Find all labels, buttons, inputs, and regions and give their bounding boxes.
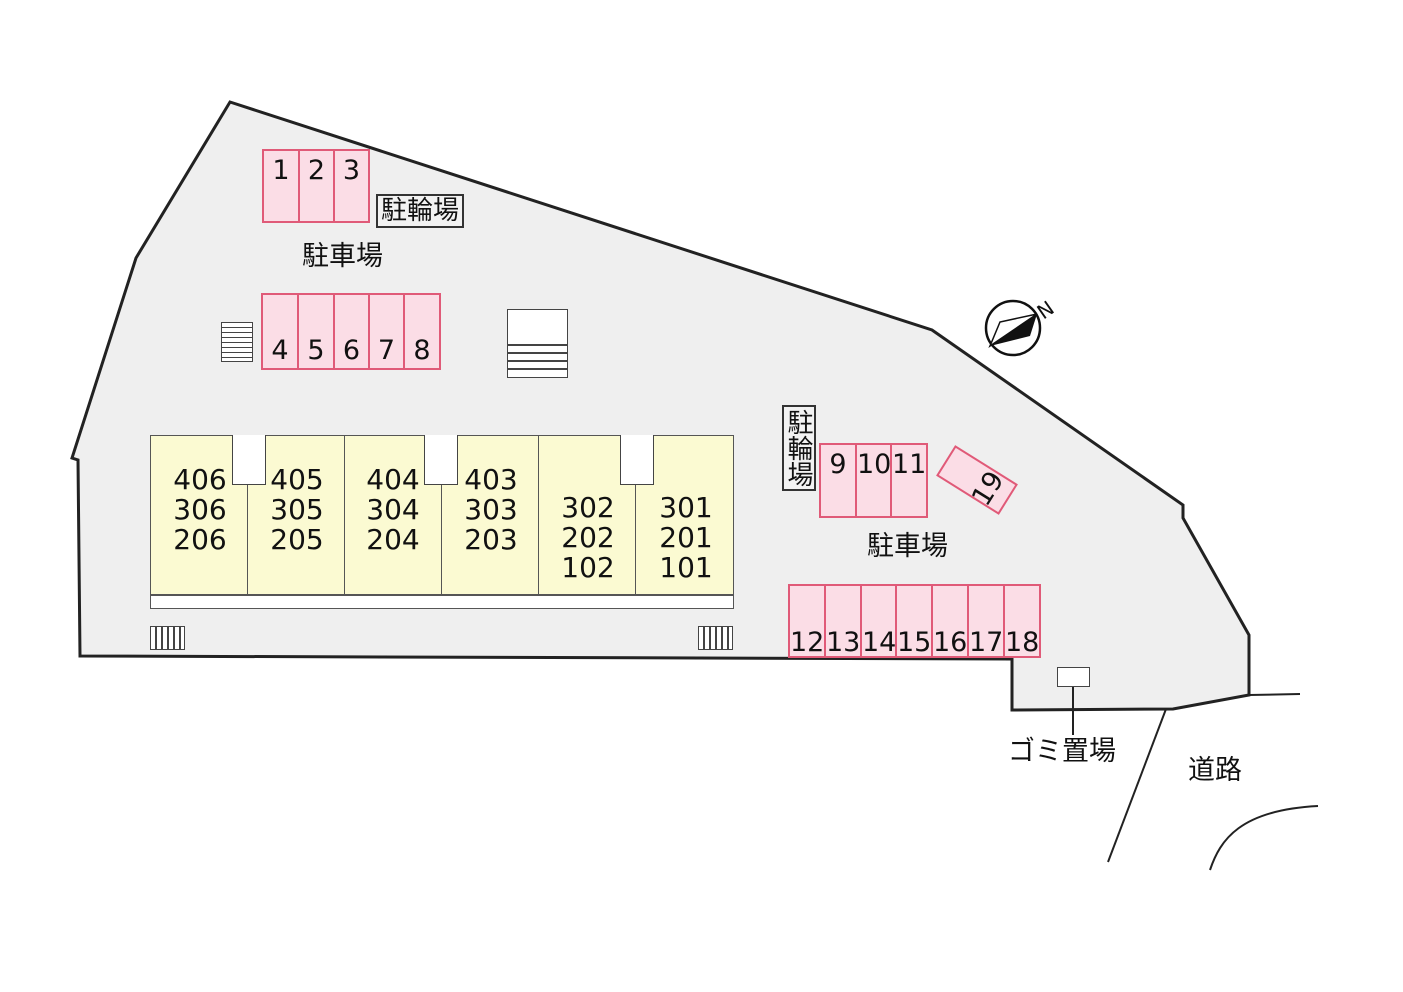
parking-space-16[interactable]: 16 [931, 584, 969, 658]
stair-icon [232, 435, 266, 485]
parking-space-1[interactable]: 1 [262, 149, 300, 223]
road-curve [1209, 805, 1319, 871]
parking-number: 10 [857, 449, 892, 480]
lot-outline [70, 100, 1251, 712]
parking-space-2[interactable]: 2 [298, 149, 335, 223]
parking-number: 9 [829, 449, 847, 480]
unit-block-2[interactable] [247, 435, 346, 595]
garbage-box-icon [1057, 667, 1090, 687]
parking-group-right: 9 10 11 [819, 443, 928, 518]
parking-number: 5 [307, 335, 325, 366]
parking-space-3[interactable]: 3 [333, 149, 370, 223]
parking-space-14[interactable]: 14 [860, 584, 897, 658]
parking-space-7[interactable]: 7 [368, 293, 405, 370]
parking-space-6[interactable]: 6 [333, 293, 370, 370]
parking-space-12[interactable]: 12 [788, 584, 826, 658]
parking-space-10[interactable]: 10 [855, 443, 892, 518]
parking-space-8[interactable]: 8 [403, 293, 441, 370]
car-parking-label-right: 駐車場 [867, 531, 948, 562]
parking-space-11[interactable]: 11 [890, 443, 928, 518]
parking-number: 14 [862, 627, 897, 658]
storage-box-icon [507, 309, 568, 378]
parking-group-bottom: 12 13 14 15 16 17 18 [788, 584, 1041, 658]
north-compass-icon [984, 299, 1042, 357]
meter-box-icon [221, 322, 253, 362]
parking-number: 3 [342, 155, 361, 186]
parking-number: 6 [342, 335, 361, 366]
parking-number: 13 [826, 627, 861, 658]
parking-group-mid: 4 5 6 7 8 [261, 293, 441, 370]
parking-space-9[interactable]: 9 [819, 443, 857, 518]
parking-number: 8 [413, 335, 431, 366]
road-edge-right [1248, 693, 1301, 696]
parking-group-top: 1 2 3 [262, 149, 370, 223]
stair-icon [620, 435, 654, 485]
parking-number: 16 [933, 627, 968, 658]
parking-space-4[interactable]: 4 [261, 293, 299, 370]
meter-box-icon [150, 626, 185, 650]
building-walkway [150, 595, 734, 609]
road-label: 道路 [1188, 755, 1242, 786]
parking-number: 1 [272, 155, 290, 186]
parking-space-13[interactable]: 13 [824, 584, 862, 658]
parking-number: 12 [790, 627, 825, 658]
parking-space-18[interactable]: 18 [1003, 584, 1041, 658]
parking-space-5[interactable]: 5 [297, 293, 335, 370]
garbage-label: ゴミ置場 [1008, 736, 1116, 767]
parking-number: 2 [307, 155, 326, 186]
bicycle-parking-label-right: 駐輪場 [782, 405, 816, 491]
parking-number: 4 [271, 335, 289, 366]
car-parking-label-top: 駐車場 [302, 241, 383, 272]
parking-number: 15 [897, 627, 932, 658]
parking-space-15[interactable]: 15 [895, 584, 933, 658]
bicycle-parking-label-top: 駐輪場 [376, 194, 465, 228]
meter-box-icon [698, 626, 733, 650]
parking-space-17[interactable]: 17 [967, 584, 1005, 658]
stair-icon [424, 435, 458, 485]
parking-number: 18 [1005, 627, 1040, 658]
parking-number: 17 [969, 627, 1004, 658]
parking-number: 11 [892, 449, 927, 480]
road-edge-diagonal [1107, 708, 1167, 863]
parking-number: 7 [377, 335, 396, 366]
